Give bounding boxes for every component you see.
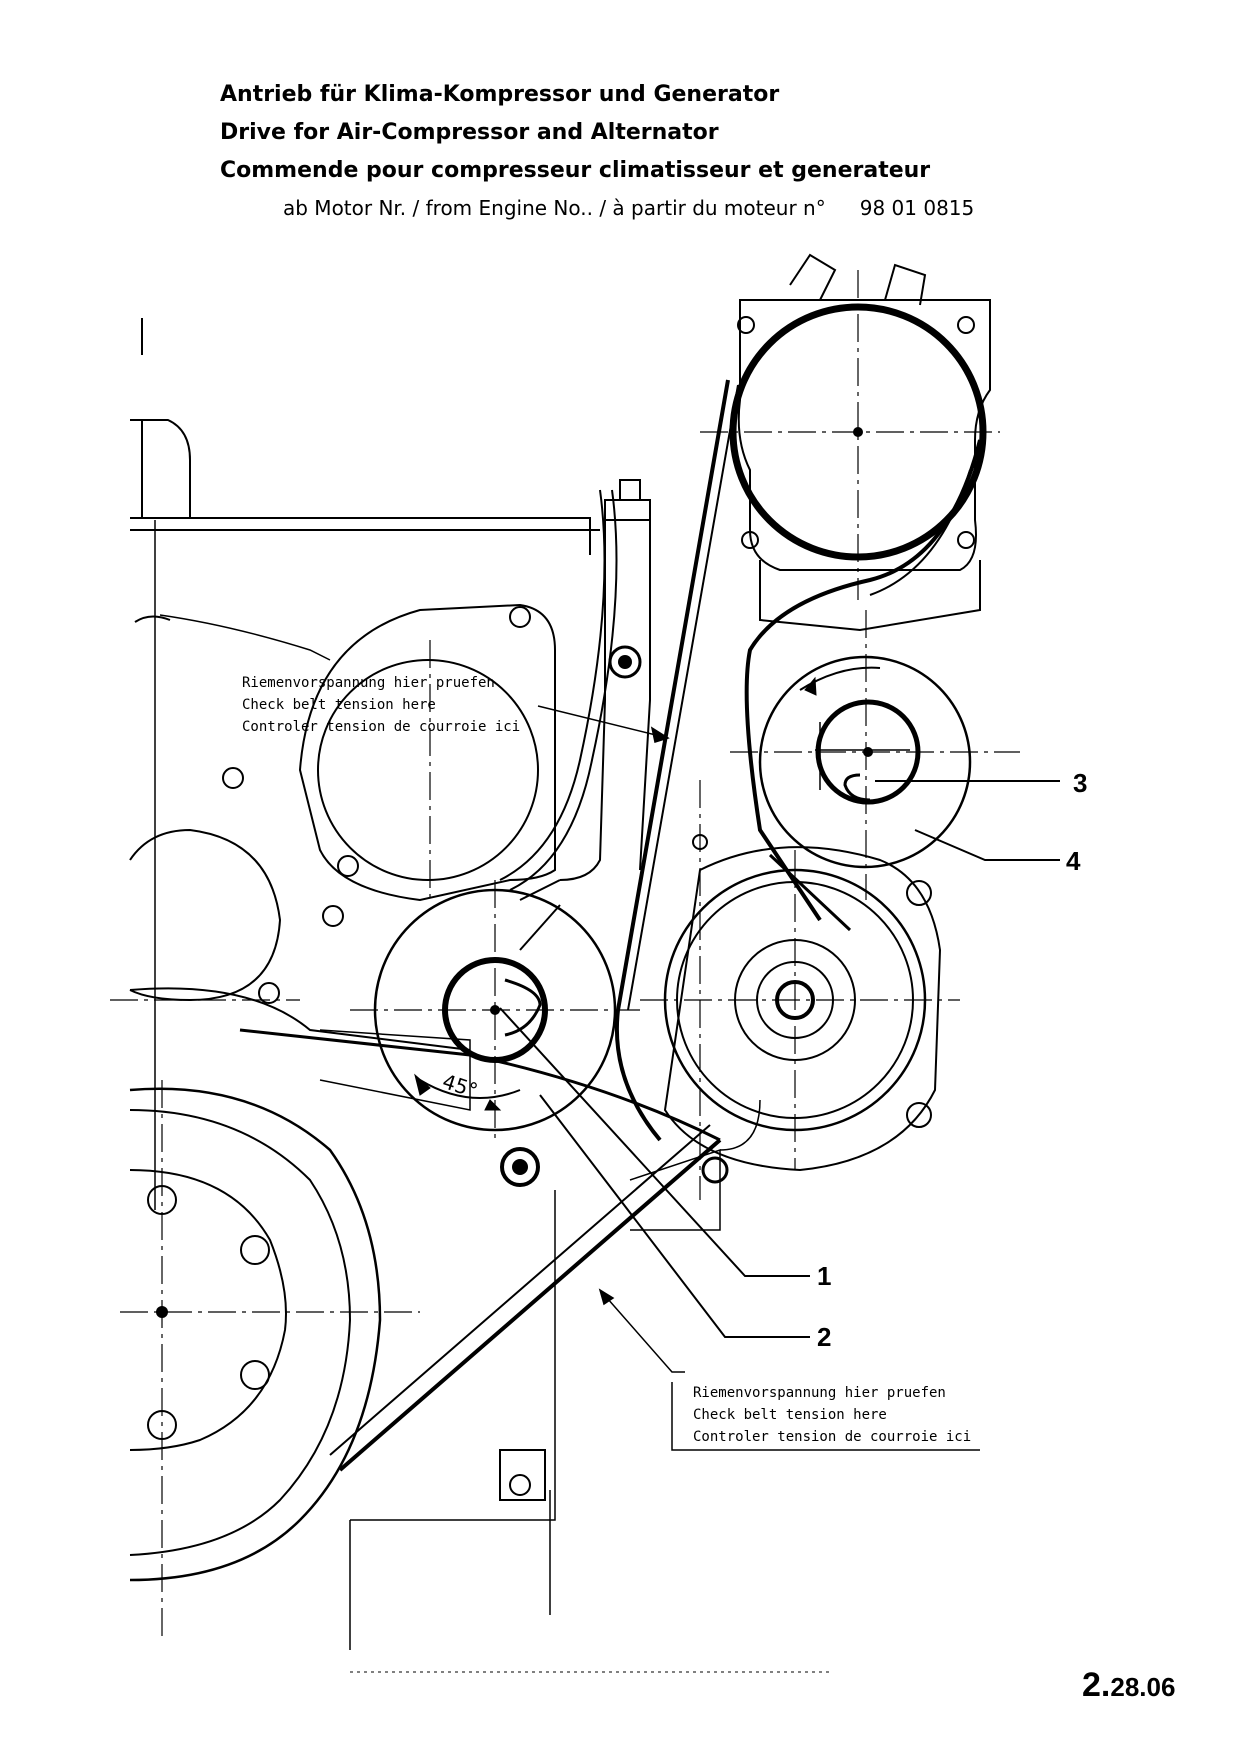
tensioner-bracket [519, 479, 651, 901]
belt-tension-note-lower: Riemenvorspannung hier pruefen Check bel… [693, 1382, 971, 1448]
alternator-bolt [701, 1156, 729, 1184]
center-lines [110, 270, 1020, 1640]
engine-number: 98 01 0815 [859, 196, 975, 220]
callout-1: 1 [817, 1261, 832, 1291]
engine-block-outline [129, 318, 761, 1650]
page-number: 2.28.06 [1082, 1666, 1175, 1705]
note-lower-fr: Controler tension de courroie ici [693, 1429, 972, 1445]
lower-bolt [500, 1147, 540, 1187]
engine-number-line: ab Motor Nr. / from Engine No.. / à part… [283, 196, 974, 220]
note-lower-en: Check belt tension here [693, 1407, 887, 1423]
callout-leaders [499, 780, 1060, 1338]
title-french: Commende pour compresseur climatisseur e… [220, 158, 931, 183]
air-compressor [729, 253, 991, 632]
title-english: Drive for Air-Compressor and Alternator [220, 120, 719, 145]
page-number-major: 2. [1082, 1666, 1111, 1704]
crankshaft-pulley [129, 1087, 382, 1582]
callout-3: 3 [1073, 768, 1088, 798]
callout-2: 2 [817, 1322, 832, 1352]
engine-from-label: ab Motor Nr. / from Engine No.. / à part… [283, 196, 826, 220]
timing-cover-bore [317, 659, 539, 881]
callout-4: 4 [1066, 846, 1081, 876]
note-lower-de: Riemenvorspannung hier pruefen [693, 1385, 946, 1401]
note-upper-en: Check belt tension here [242, 697, 436, 713]
page-number-minor: 28.06 [1110, 1672, 1176, 1702]
note-upper-de: Riemenvorspannung hier pruefen [242, 675, 495, 691]
belt-tension-note-upper: Riemenvorspannung hier pruefen Check bel… [242, 672, 520, 738]
timing-cover [298, 603, 556, 902]
mounting-holes [222, 606, 708, 1496]
title-german: Antrieb für Klima-Kompressor und Generat… [220, 82, 780, 107]
note-upper-fr: Controler tension de courroie ici [242, 719, 521, 735]
drive-belts [239, 379, 982, 1472]
left-cover [129, 828, 282, 1002]
tensioner-pulley [758, 655, 972, 869]
note-leaders [159, 614, 980, 1451]
